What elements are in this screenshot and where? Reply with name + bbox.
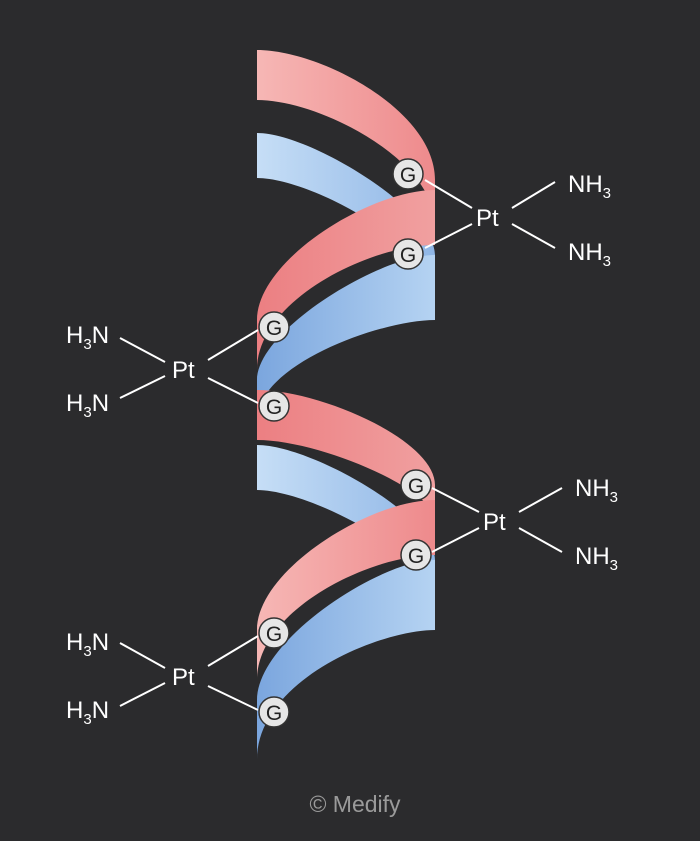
svg-text:G: G xyxy=(408,475,424,498)
guanine-base: G xyxy=(400,469,432,501)
red-strand-segment xyxy=(257,50,435,225)
guanine-base: G xyxy=(392,158,424,190)
red-strand-segment xyxy=(257,190,435,370)
svg-text:G: G xyxy=(400,244,416,267)
blue-strand-segment xyxy=(257,445,435,605)
cisplatin-complex-4: Pt H3N H3N xyxy=(66,629,195,728)
red-strand-segment xyxy=(257,500,435,680)
blue-strand-segment xyxy=(257,255,435,420)
guanine-bases: G G G G G G G G xyxy=(258,158,432,728)
guanine-base: G xyxy=(258,617,290,649)
blue-strand-segment xyxy=(257,133,435,300)
guanine-base: G xyxy=(400,539,432,571)
svg-text:G: G xyxy=(266,623,282,646)
svg-text:G: G xyxy=(400,164,416,187)
guanine-base: G xyxy=(258,696,290,728)
svg-text:G: G xyxy=(266,702,282,725)
nh3-label: NH3 xyxy=(568,171,611,202)
cisplatin-complex-3: Pt NH3 NH3 xyxy=(483,475,618,574)
nh3-label: NH3 xyxy=(568,239,611,270)
h3n-label: H3N xyxy=(66,390,109,421)
guanine-base: G xyxy=(258,390,290,422)
h3n-label: H3N xyxy=(66,697,109,728)
red-strand xyxy=(257,50,435,680)
cisplatin-complex-2: Pt H3N H3N xyxy=(66,322,195,421)
blue-strand xyxy=(257,133,435,760)
nh3-label: NH3 xyxy=(575,543,618,574)
copyright-credit: © Medify xyxy=(309,791,401,817)
h3n-label: H3N xyxy=(66,322,109,353)
red-strand-segment xyxy=(257,390,435,520)
h3n-label: H3N xyxy=(66,629,109,660)
pt-label: Pt xyxy=(483,509,506,536)
pt-label: Pt xyxy=(172,664,195,691)
pt-label: Pt xyxy=(476,205,499,232)
coordination-bonds xyxy=(119,179,563,711)
guanine-base: G xyxy=(258,311,290,343)
nh3-label: NH3 xyxy=(575,475,618,506)
blue-strand-segment xyxy=(257,560,435,760)
pt-label: Pt xyxy=(172,357,195,384)
svg-text:G: G xyxy=(266,396,282,419)
guanine-base: G xyxy=(392,238,424,270)
svg-text:G: G xyxy=(266,317,282,340)
svg-text:G: G xyxy=(408,545,424,568)
cisplatin-complex-1: Pt NH3 NH3 xyxy=(476,171,611,270)
